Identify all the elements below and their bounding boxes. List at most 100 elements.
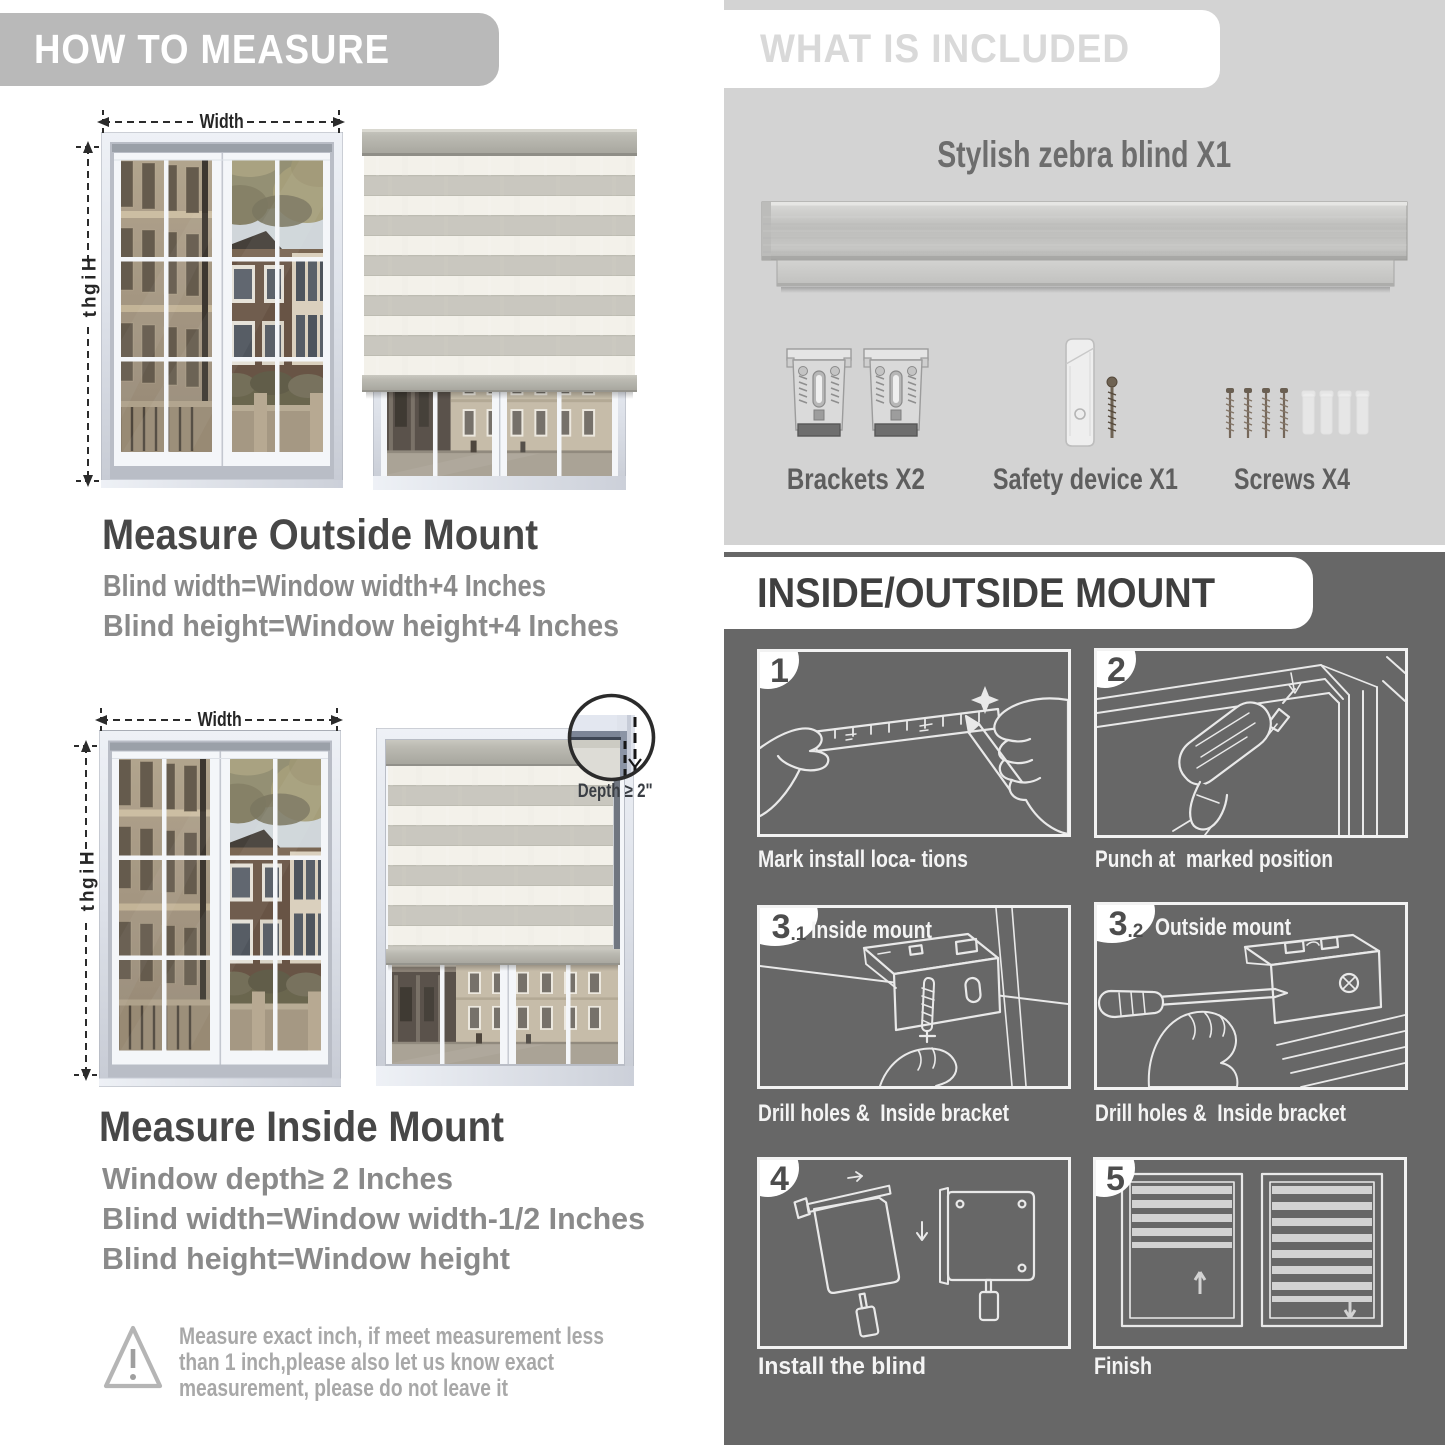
text-measure-note-line1: Measure exact inch, if meet measurement … bbox=[179, 1323, 604, 1350]
step31-caption: Drill holes & Inside bracket bbox=[758, 1102, 1073, 1126]
text-mount-step31-label: Inside mount bbox=[811, 917, 932, 944]
step4-caption: Install the blind bbox=[758, 1355, 934, 1379]
step2-number-badge: 2 bbox=[1097, 650, 1136, 689]
text-measure-inside-line1: Window depth≥ 2 Inches bbox=[102, 1161, 454, 1196]
text-measure-note-line2: than 1 inch,please also let us know exac… bbox=[179, 1349, 555, 1376]
mount-header-band bbox=[724, 557, 1313, 629]
inside-mount-rule-3: Blind height=Window height bbox=[102, 1243, 519, 1274]
step-number-text: 5 bbox=[1106, 1159, 1125, 1198]
text-mount-step4-caption: Install the blind bbox=[758, 1353, 927, 1380]
step-number-text: 2 bbox=[1107, 650, 1126, 689]
step31-label: Inside mount bbox=[811, 919, 960, 943]
outside-mount-heading: Measure Outside Mount bbox=[102, 514, 589, 557]
text-included-item3: Screws X4 bbox=[1233, 463, 1350, 496]
step-panel-3-1: 3.1 Inside mount bbox=[757, 905, 1071, 1089]
step4-illustration-install-blind bbox=[793, 1171, 1036, 1338]
text-mount-step32-label: Outside mount bbox=[1155, 914, 1292, 941]
text-measure-inside-width-label: Width bbox=[197, 709, 242, 731]
anchors-group bbox=[1301, 390, 1370, 435]
step-number-text: 3 bbox=[1108, 905, 1128, 943]
text-included-item2: Safety device X1 bbox=[992, 463, 1178, 496]
item-label-screws: Screws X4 bbox=[1192, 465, 1392, 495]
step-panel-3-2: 3.2 Outside mount bbox=[1094, 902, 1408, 1090]
step-number-text: 1 bbox=[770, 651, 789, 690]
item-label-safety-device: Safety device X1 bbox=[965, 465, 1205, 495]
brackets-illustration bbox=[786, 348, 929, 437]
step-number-sub-text: .1 bbox=[790, 924, 807, 945]
included-header-band bbox=[706, 10, 1220, 88]
step-number-text: 4 bbox=[770, 1159, 789, 1198]
step-number-sub-text: .2 bbox=[1127, 921, 1144, 942]
step5-number-badge: 5 bbox=[1096, 1159, 1135, 1198]
note-line-3: measurement, please do not leave it bbox=[179, 1377, 591, 1401]
step32-label: Outside mount bbox=[1155, 916, 1324, 940]
step2-caption: Punch at marked position bbox=[1095, 848, 1395, 872]
mount-title: INSIDE/OUTSIDE MOUNT bbox=[757, 557, 1261, 629]
window-illustration-inside bbox=[99, 730, 341, 1087]
screws-group bbox=[1225, 388, 1289, 438]
outside-mount-rule-2: Blind height=Window height+4 Inches bbox=[103, 610, 662, 641]
height-arrow-outside bbox=[76, 141, 100, 487]
text-mount-step1-caption: Mark install loca- tions bbox=[758, 846, 968, 873]
width-label-inside: Width bbox=[170, 710, 270, 730]
height-arrow-inside bbox=[74, 740, 98, 1081]
item-label-brackets: Brackets X2 bbox=[756, 465, 956, 495]
text-included-product: Stylish zebra blind X1 bbox=[937, 134, 1232, 175]
step-panel-5: 5 bbox=[1093, 1157, 1407, 1349]
width-label-outside: Width bbox=[172, 112, 272, 132]
included-title: WHAT IS INCLUDED bbox=[760, 10, 1160, 88]
text-measure-header: HOW TO MEASURE bbox=[34, 26, 390, 72]
text-measure-inside-heading: Measure Inside Mount bbox=[99, 1103, 505, 1151]
step-panel-1: 1 bbox=[757, 649, 1071, 837]
outside-mount-rule-1: Blind width=Window width+4 Inches bbox=[103, 570, 638, 601]
inside-mount-rule-1: Window depth≥ 2 Inches bbox=[102, 1163, 463, 1194]
text-measure-outside-heading: Measure Outside Mount bbox=[102, 511, 539, 559]
step31-illustration-inside-bracket bbox=[760, 908, 1068, 1086]
text-measure-outside-line2: Blind height=Window height+4 Inches bbox=[103, 608, 619, 643]
text-mount-step2-caption: Punch at marked position bbox=[1095, 846, 1333, 873]
step1-illustration-mark-locations bbox=[760, 686, 1068, 834]
note-line-2: than 1 inch,please also let us know exac… bbox=[179, 1351, 647, 1375]
step31-number-badge: 3.1 bbox=[760, 908, 818, 946]
text-mount-step32-caption: Drill holes & Inside bracket bbox=[1095, 1100, 1346, 1127]
text-measure-inside-line2: Blind width=Window width-1/2 Inches bbox=[102, 1201, 646, 1236]
text-included-header: WHAT IS INCLUDED bbox=[760, 27, 1131, 71]
step32-caption: Drill holes & Inside bracket bbox=[1095, 1102, 1410, 1126]
window-with-inside-blind bbox=[376, 728, 634, 1086]
headrail-illustration bbox=[761, 201, 1408, 293]
text-mount-step31-caption: Drill holes & Inside bracket bbox=[758, 1100, 1009, 1127]
inside-mount-rule-2: Blind width=Window width-1/2 Inches bbox=[102, 1203, 655, 1234]
screws-illustration bbox=[1225, 388, 1370, 438]
safety-device-illustration bbox=[1065, 338, 1118, 447]
text-measure-note-line3: measurement, please do not leave it bbox=[179, 1375, 508, 1402]
note-line-1: Measure exact inch, if meet measurement … bbox=[179, 1325, 707, 1349]
warning-triangle-icon bbox=[103, 1325, 163, 1389]
step-number-text: 3 bbox=[771, 908, 791, 946]
product-label: Stylish zebra blind X1 bbox=[724, 136, 1445, 173]
step-panel-2: 2 bbox=[1094, 648, 1408, 838]
depth-detail-circle bbox=[567, 693, 656, 782]
step5-illustration-finish bbox=[1120, 1172, 1384, 1328]
depth-label: Depth ≥ 2" bbox=[550, 782, 680, 801]
width-arrow-outside bbox=[97, 110, 345, 134]
text-included-item1: Brackets X2 bbox=[786, 463, 925, 496]
how-to-measure-header-band bbox=[0, 13, 499, 86]
text-measure-outside-line1: Blind width=Window width+4 Inches bbox=[103, 568, 546, 603]
text-mount-step5-caption: Finish bbox=[1094, 1353, 1153, 1380]
text-measure-inside-line3: Blind height=Window height bbox=[102, 1241, 511, 1276]
step2-illustration-punch-holes bbox=[1097, 656, 1405, 835]
text-mount-header: INSIDE/OUTSIDE MOUNT bbox=[757, 569, 1216, 616]
safety-screw bbox=[1106, 376, 1118, 438]
step1-caption: Mark install loca- tions bbox=[758, 848, 1017, 872]
step5-caption: Finish bbox=[1094, 1355, 1165, 1379]
step32-illustration-outside-bracket bbox=[1097, 933, 1405, 1087]
text-measure-outside-width-label: Width bbox=[199, 111, 244, 133]
blind-illustration-outside bbox=[362, 129, 637, 399]
width-arrow-inside bbox=[95, 708, 343, 732]
text-measure-inside-depth-label: Depth ≥ 2" bbox=[577, 781, 653, 802]
step-panel-4: 4 bbox=[757, 1157, 1071, 1349]
window-illustration-outside bbox=[101, 132, 343, 488]
how-to-measure-title: HOW TO MEASURE bbox=[34, 13, 432, 86]
